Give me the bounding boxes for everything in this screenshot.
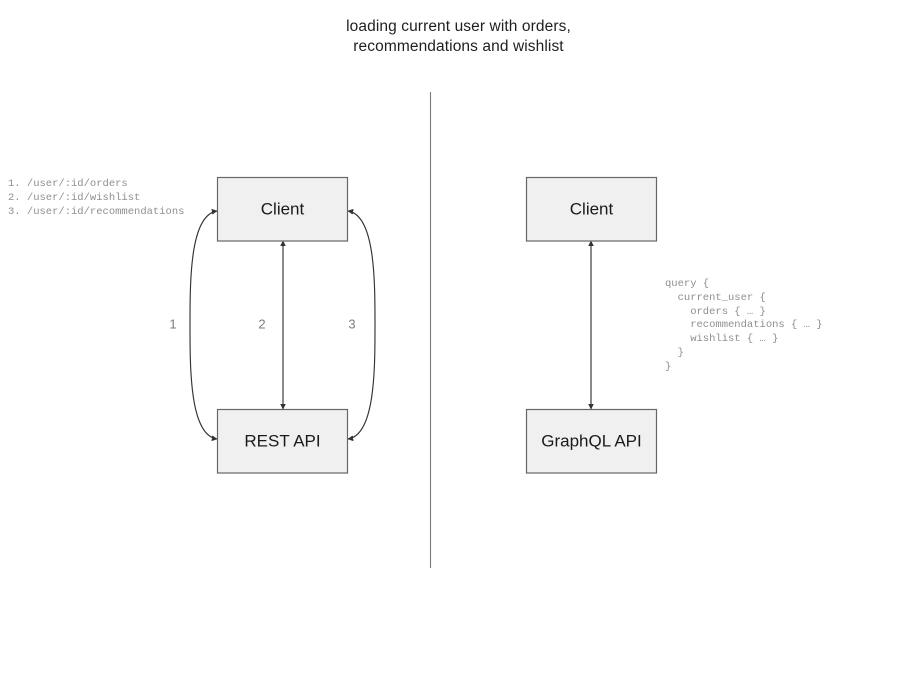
- graphql-api-node[interactable]: GraphQL API: [525, 408, 658, 474]
- rest-panel-group: Client REST API 1 2 3: [169, 176, 376, 474]
- graphql-query-block: query { current_user { orders { … } reco…: [665, 278, 823, 373]
- rest-api-node-box: [216, 408, 349, 474]
- diagram-title: loading current user with orders, recomm…: [0, 17, 917, 57]
- diagram-title-line-1: loading current user with orders,: [346, 18, 571, 35]
- graphql-api-node-box: [525, 408, 658, 474]
- graphql-client-node-label: Client: [570, 199, 614, 218]
- rest-client-node-box: [216, 176, 349, 242]
- graphql-api-node-label: GraphQL API: [541, 431, 641, 450]
- graphql-panel-group: Client GraphQL API: [525, 176, 658, 474]
- rest-connector-3: [347, 208, 376, 442]
- graphql-client-node-box: [525, 176, 658, 242]
- rest-client-node-label: Client: [261, 199, 305, 218]
- rest-connector-2-label: 2: [258, 316, 265, 331]
- rest-connector-3-label: 3: [348, 316, 355, 331]
- rest-client-node[interactable]: Client: [216, 176, 349, 242]
- rest-connector-1-label: 1: [169, 316, 176, 331]
- rest-api-node-label: REST API: [244, 431, 320, 450]
- rest-connector-1: [189, 208, 218, 442]
- graphql-client-node[interactable]: Client: [525, 176, 658, 242]
- rest-endpoint-list: 1. /user/:id/orders 2. /user/:id/wishlis…: [8, 178, 185, 218]
- rest-api-node[interactable]: REST API: [216, 408, 349, 474]
- diagram-title-line-2: recommendations and wishlist: [353, 38, 564, 55]
